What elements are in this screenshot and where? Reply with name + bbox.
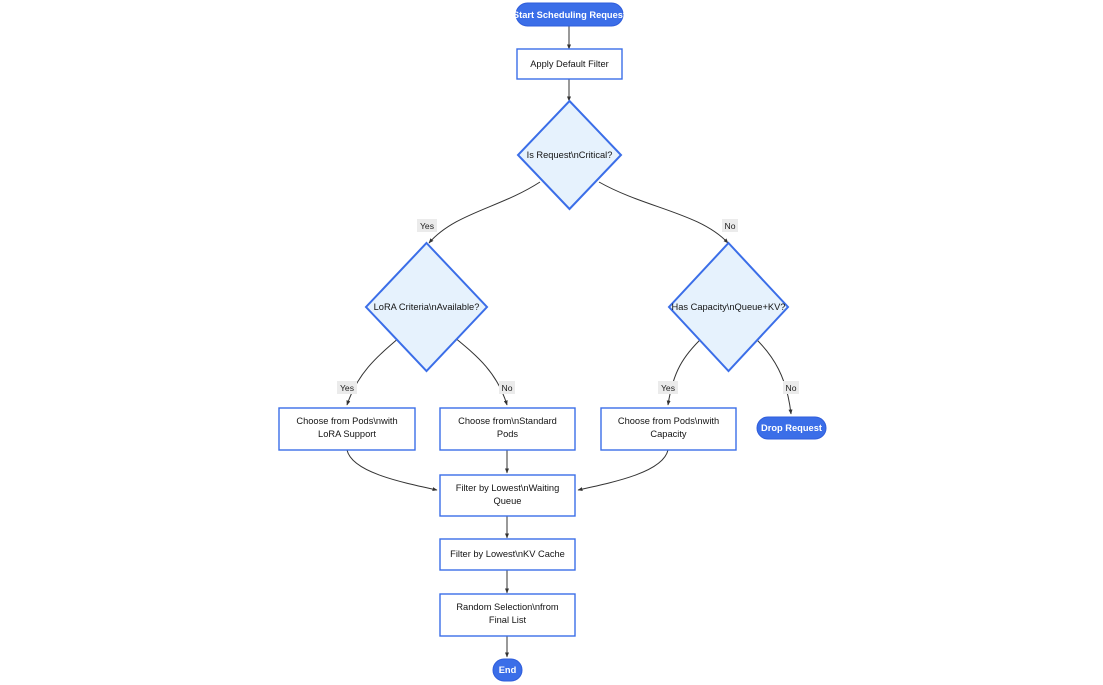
node-random-selection-label-line2: Final List	[489, 615, 527, 625]
node-is-critical-label: Is Request\nCritical?	[527, 150, 613, 160]
node-apply-filter[interactable]: Apply Default Filter	[516, 48, 623, 80]
node-has-capacity-shape[interactable]	[667, 241, 790, 373]
node-lora-criteria-label: LoRA Criteria\nAvailable?	[374, 302, 480, 312]
node-choose-lora-label-line1: Choose from Pods\nwith	[296, 416, 397, 426]
node-is-critical-shape[interactable]	[516, 99, 623, 211]
edge-label-has-capacity-no: No	[783, 381, 799, 394]
edge-label-text-4: No	[502, 383, 513, 393]
edge-label-text-5: Yes	[661, 383, 675, 393]
edge-label-lora-criteria-no: No	[499, 381, 515, 394]
node-random-selection-label-line1: Random Selection\nfrom	[456, 602, 559, 612]
node-apply-filter-label: Apply Default Filter	[530, 59, 609, 69]
node-choose-standard-shape[interactable]	[439, 407, 576, 451]
node-filter-queue-label-line2: Queue	[494, 496, 522, 506]
edge-label-text-1: Yes	[420, 221, 434, 231]
node-drop-request-shape[interactable]	[756, 416, 827, 440]
node-choose-capacity-label-line2: Capacity	[650, 429, 687, 439]
edge-label-text-2: No	[725, 221, 736, 231]
node-choose-standard-label-line1: Choose from\nStandard	[458, 416, 557, 426]
edge-is-critical-to-has-capacity	[598, 181, 729, 244]
node-start-shape[interactable]	[515, 2, 624, 27]
node-filter-kv-label: Filter by Lowest\nKV Cache	[450, 549, 565, 559]
edge-is-critical-to-lora-criteria	[428, 181, 541, 244]
node-lora-criteria[interactable]: LoRA Criteria\nAvailable?	[364, 241, 489, 373]
edge-label-bg-6	[783, 381, 799, 394]
edge-label-bg-2	[722, 219, 738, 232]
node-start-label: Start Scheduling Request	[513, 10, 626, 20]
node-filter-kv[interactable]: Filter by Lowest\nKV Cache	[439, 538, 576, 571]
edge-label-bg-3	[337, 381, 357, 394]
edge-label-layer: Yes No Yes No Yes No	[337, 219, 799, 394]
edge-label-is-critical-yes: Yes	[417, 219, 437, 232]
edge-has-capacity-to-choose-capacity	[666, 336, 704, 406]
node-choose-lora-label-line2: LoRA Support	[318, 429, 376, 439]
edge-label-text-3: Yes	[340, 383, 354, 393]
node-filter-kv-shape[interactable]	[439, 538, 576, 571]
node-is-critical[interactable]: Is Request\nCritical?	[516, 99, 623, 211]
node-choose-capacity-label-line1: Choose from Pods\nwith	[618, 416, 719, 426]
edge-lora-criteria-to-choose-lora	[346, 336, 401, 406]
node-end-shape[interactable]	[492, 658, 523, 682]
node-choose-capacity[interactable]: Choose from Pods\nwith Capacity	[600, 407, 737, 451]
node-filter-queue[interactable]: Filter by Lowest\nWaiting Queue	[439, 474, 576, 517]
node-start[interactable]: Start Scheduling Request	[513, 2, 626, 27]
node-choose-standard[interactable]: Choose from\nStandard Pods	[439, 407, 576, 451]
edge-label-bg-5	[658, 381, 678, 394]
node-has-capacity-label: Has Capacity\nQueue+KV?	[672, 302, 786, 312]
edge-label-bg-4	[499, 381, 515, 394]
node-drop-request-label: Drop Request	[761, 423, 822, 433]
node-drop-request[interactable]: Drop Request	[756, 416, 827, 440]
node-choose-capacity-shape[interactable]	[600, 407, 737, 451]
node-filter-queue-shape[interactable]	[439, 474, 576, 517]
edge-lora-criteria-to-choose-standard	[453, 336, 508, 406]
edge-has-capacity-to-drop-request	[753, 336, 793, 415]
node-choose-lora-shape[interactable]	[278, 407, 416, 451]
edge-layer	[346, 26, 793, 658]
node-has-capacity[interactable]: Has Capacity\nQueue+KV?	[667, 241, 790, 373]
edge-label-lora-criteria-yes: Yes	[337, 381, 357, 394]
node-random-selection[interactable]: Random Selection\nfrom Final List	[439, 593, 576, 637]
node-end[interactable]: End	[492, 658, 523, 682]
node-choose-standard-label-line2: Pods	[497, 429, 519, 439]
edge-label-is-critical-no: No	[722, 219, 738, 232]
edge-label-text-6: No	[786, 383, 797, 393]
edge-label-bg-1	[417, 219, 437, 232]
node-choose-lora[interactable]: Choose from Pods\nwith LoRA Support	[278, 407, 416, 451]
node-layer: Start Scheduling Request Apply Default F…	[278, 2, 827, 682]
node-filter-queue-label-line1: Filter by Lowest\nWaiting	[456, 483, 560, 493]
edge-choose-capacity-to-filter-queue	[577, 449, 669, 492]
node-end-label: End	[499, 665, 517, 675]
edge-choose-lora-to-filter-queue	[346, 449, 438, 492]
edge-label-has-capacity-yes: Yes	[658, 381, 678, 394]
node-apply-filter-shape[interactable]	[516, 48, 623, 80]
node-lora-criteria-shape[interactable]	[364, 241, 489, 373]
node-random-selection-shape[interactable]	[439, 593, 576, 637]
